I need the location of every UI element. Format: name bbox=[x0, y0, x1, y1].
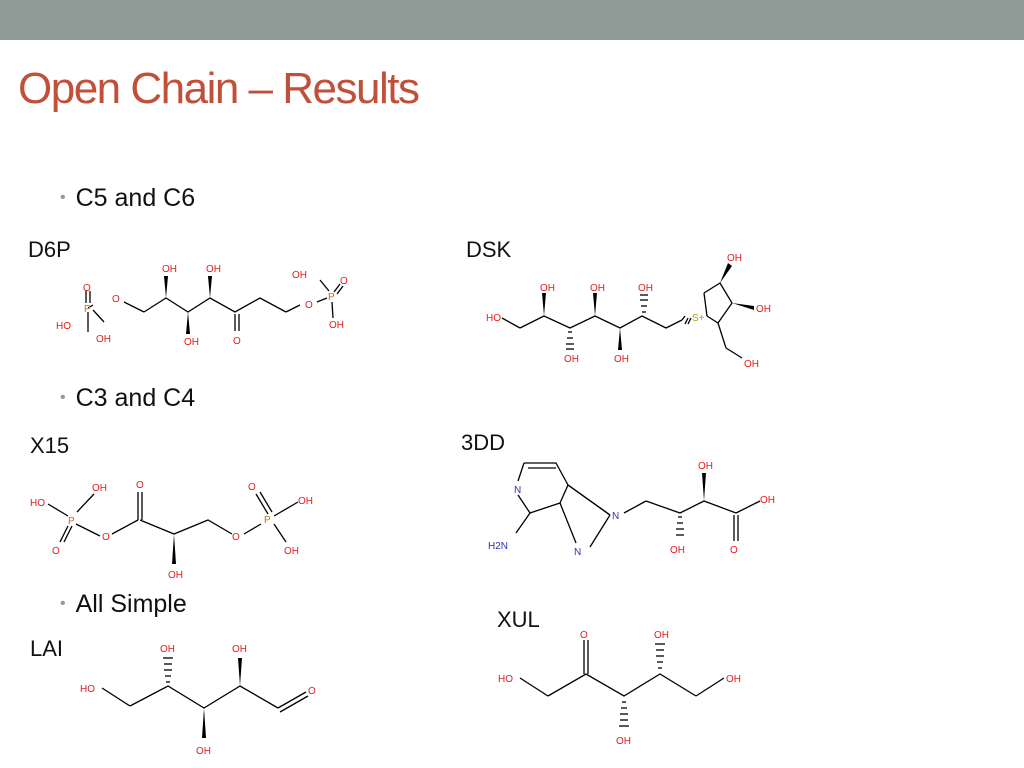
atom-oh: OH bbox=[298, 496, 313, 507]
bullet-c3-c4: • C3 and C4 bbox=[60, 384, 195, 413]
label-dsk: DSK bbox=[466, 237, 512, 262]
atom-ho: HO bbox=[80, 684, 95, 695]
label-3dd: 3DD bbox=[461, 430, 506, 455]
xul-structure: O OH HO OH OH bbox=[498, 630, 741, 747]
bullet-all-simple: • All Simple bbox=[60, 590, 187, 619]
top-banner bbox=[0, 0, 1024, 40]
atom-oh: OH bbox=[726, 674, 741, 685]
x15-bonds bbox=[47, 491, 299, 543]
atom-oh: OH bbox=[698, 461, 713, 472]
atom-oh: OH bbox=[196, 746, 211, 757]
atom-o: O bbox=[580, 630, 588, 641]
atom-oh: OH bbox=[284, 546, 299, 557]
atom-oh: OH bbox=[92, 483, 107, 494]
atom-oh: OH bbox=[540, 283, 555, 294]
atom-n: N bbox=[514, 485, 521, 496]
atom-o: O bbox=[308, 686, 316, 697]
atom-oh: OH bbox=[160, 644, 175, 655]
wedge-bond bbox=[208, 276, 212, 298]
atom-o: O bbox=[102, 532, 110, 543]
atom-oh: OH bbox=[206, 264, 221, 275]
atom-n: N bbox=[574, 547, 581, 558]
3dd-structure: N N N H2N OH OH O OH bbox=[488, 461, 775, 558]
atom-o: O bbox=[305, 300, 313, 311]
atom-o: O bbox=[730, 545, 738, 556]
atom-ho: HO bbox=[486, 313, 501, 324]
wedge-bond bbox=[732, 303, 754, 310]
atom-o: O bbox=[233, 336, 241, 347]
atom-s-plus: S+ bbox=[692, 313, 705, 324]
dsk-bonds bbox=[501, 282, 743, 359]
atom-oh: OH bbox=[614, 354, 629, 365]
atom-ho: OH bbox=[292, 270, 307, 281]
xul-bonds bbox=[519, 640, 725, 697]
wedge-bond bbox=[238, 658, 242, 686]
atom-oh: OH bbox=[616, 736, 631, 747]
wedge-bond bbox=[186, 312, 190, 334]
hash-bond bbox=[619, 643, 665, 727]
wedge-bond bbox=[202, 708, 206, 738]
atom-n: N bbox=[612, 511, 619, 522]
wedge-bond bbox=[542, 293, 546, 316]
wedge-bond bbox=[618, 328, 622, 350]
label-d6p: D6P bbox=[28, 237, 71, 262]
wedge-bond bbox=[164, 276, 168, 298]
atom-oh: OH bbox=[162, 264, 177, 275]
bullet-dot-icon: • bbox=[60, 595, 66, 612]
bullet-c5-c6: • C5 and C6 bbox=[60, 184, 195, 213]
atom-o: O bbox=[248, 482, 256, 493]
atom-h2n: H2N bbox=[488, 541, 508, 552]
atom-ho: HO bbox=[56, 321, 71, 332]
atom-p: P bbox=[84, 304, 91, 315]
bullet-text: All Simple bbox=[75, 590, 187, 618]
atom-oh: OH bbox=[184, 337, 199, 348]
label-x15: X15 bbox=[30, 433, 70, 458]
atom-p: P bbox=[68, 516, 75, 527]
wedge-bond bbox=[702, 473, 706, 501]
label-lai: LAI bbox=[30, 636, 64, 661]
atom-o: O bbox=[340, 276, 348, 287]
atom-oh: OH bbox=[670, 545, 685, 556]
label-xul: XUL bbox=[497, 607, 540, 632]
3dd-bonds bbox=[515, 462, 761, 548]
bullet-dot-icon: • bbox=[60, 389, 66, 406]
bullet-text: C3 and C4 bbox=[75, 384, 196, 412]
atom-oh: OH bbox=[590, 283, 605, 294]
hash-bond bbox=[566, 294, 692, 350]
wedge-bond bbox=[172, 534, 176, 564]
wedge-bond bbox=[593, 293, 597, 316]
hash-bond bbox=[163, 657, 173, 683]
d6p-structure: HO P O OH OH OH OH O O P O OH OH O bbox=[56, 264, 348, 348]
atom-p: P bbox=[264, 515, 271, 526]
bullet-text: C5 and C6 bbox=[75, 184, 196, 212]
hash-bond bbox=[676, 516, 684, 536]
atom-oh: OH bbox=[564, 354, 579, 365]
atom-o: O bbox=[136, 480, 144, 491]
atom-oh: OH bbox=[727, 253, 742, 264]
atom-o: O bbox=[232, 532, 240, 543]
atom-oh: OH bbox=[329, 320, 344, 331]
atom-p: P bbox=[328, 292, 335, 303]
wedge-bond bbox=[720, 263, 732, 283]
atom-oh: OH bbox=[654, 630, 669, 641]
atom-oh: OH bbox=[232, 644, 247, 655]
slide-title: Open Chain – Results bbox=[18, 64, 420, 113]
x15-structure: HO OH P O O O O OH O P OH OH bbox=[30, 480, 313, 581]
atom-oh: OH bbox=[744, 359, 759, 370]
bullet-dot-icon: • bbox=[60, 189, 66, 206]
lai-structure: HO OH OH OH O bbox=[80, 644, 316, 757]
atom-oh: OH bbox=[760, 495, 775, 506]
dsk-structure: HO OH OH OH OH OH S+ OH OH OH bbox=[486, 253, 771, 370]
atom-oh: OH bbox=[756, 304, 771, 315]
atom-ho: HO bbox=[498, 674, 513, 685]
lai-bonds bbox=[101, 685, 309, 713]
atom-oh: OH bbox=[168, 570, 183, 581]
atom-oh: OH bbox=[638, 283, 653, 294]
atom-o: O bbox=[112, 294, 120, 305]
atom-o: O bbox=[52, 546, 60, 557]
atom-ho: HO bbox=[30, 498, 45, 509]
atom-o: O bbox=[83, 283, 91, 294]
atom-oh: OH bbox=[96, 334, 111, 345]
